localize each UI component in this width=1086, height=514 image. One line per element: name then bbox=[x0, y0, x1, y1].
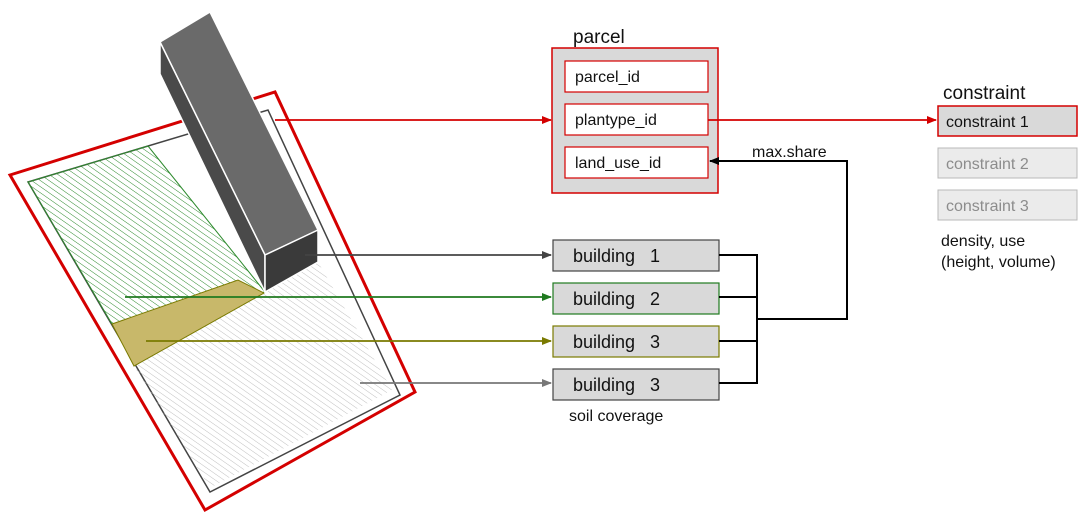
constraint-title: constraint bbox=[943, 83, 1026, 104]
gray-hatched-area bbox=[134, 262, 392, 488]
constraint-note-line2: (height, volume) bbox=[941, 254, 1056, 271]
arrow-max-share bbox=[709, 157, 848, 320]
building-box-4 bbox=[552, 368, 720, 401]
building-list: building 1 building 2 building 3 buildin… bbox=[552, 239, 720, 425]
constraint-table: constraint constraint 1 constraint 2 con… bbox=[937, 83, 1078, 271]
building-label-1: building 1 bbox=[573, 246, 660, 266]
constraint-item-1: constraint 1 bbox=[946, 114, 1029, 131]
constraint-item-2: constraint 2 bbox=[946, 156, 1029, 173]
parcel-table: parcel parcel_id plantype_id land_use_id bbox=[551, 27, 719, 194]
connectors: max.share bbox=[125, 116, 937, 387]
parcel-field-box bbox=[564, 60, 709, 93]
soil-coverage-label: soil coverage bbox=[569, 408, 663, 425]
building-label-3: building 3 bbox=[573, 332, 660, 352]
parcel-illustration bbox=[7, 10, 417, 513]
parcel-field-plantype-id: plantype_id bbox=[575, 112, 657, 129]
parcel-field-box bbox=[564, 103, 709, 136]
building-group-bracket bbox=[719, 254, 758, 384]
constraint-note-line1: density, use bbox=[941, 233, 1025, 250]
building-box-3 bbox=[552, 325, 720, 358]
parcel-title: parcel bbox=[573, 27, 625, 48]
constraint-box-1 bbox=[937, 105, 1078, 137]
constraint-box-3 bbox=[937, 189, 1078, 221]
parcel-field-parcel-id: parcel_id bbox=[575, 69, 640, 86]
building-box-1 bbox=[552, 239, 720, 272]
max-share-label: max.share bbox=[752, 144, 827, 161]
constraint-box-2 bbox=[937, 147, 1078, 179]
constraint-item-3: constraint 3 bbox=[946, 198, 1029, 215]
parcel-field-land-use-id: land_use_id bbox=[575, 155, 661, 172]
building-label-2: building 2 bbox=[573, 289, 660, 309]
parcel-field-box bbox=[564, 146, 709, 179]
building-block-side bbox=[264, 228, 319, 294]
building-footprint-area bbox=[111, 279, 266, 367]
building-label-4: building 3 bbox=[573, 375, 660, 395]
building-box-2 bbox=[552, 282, 720, 315]
